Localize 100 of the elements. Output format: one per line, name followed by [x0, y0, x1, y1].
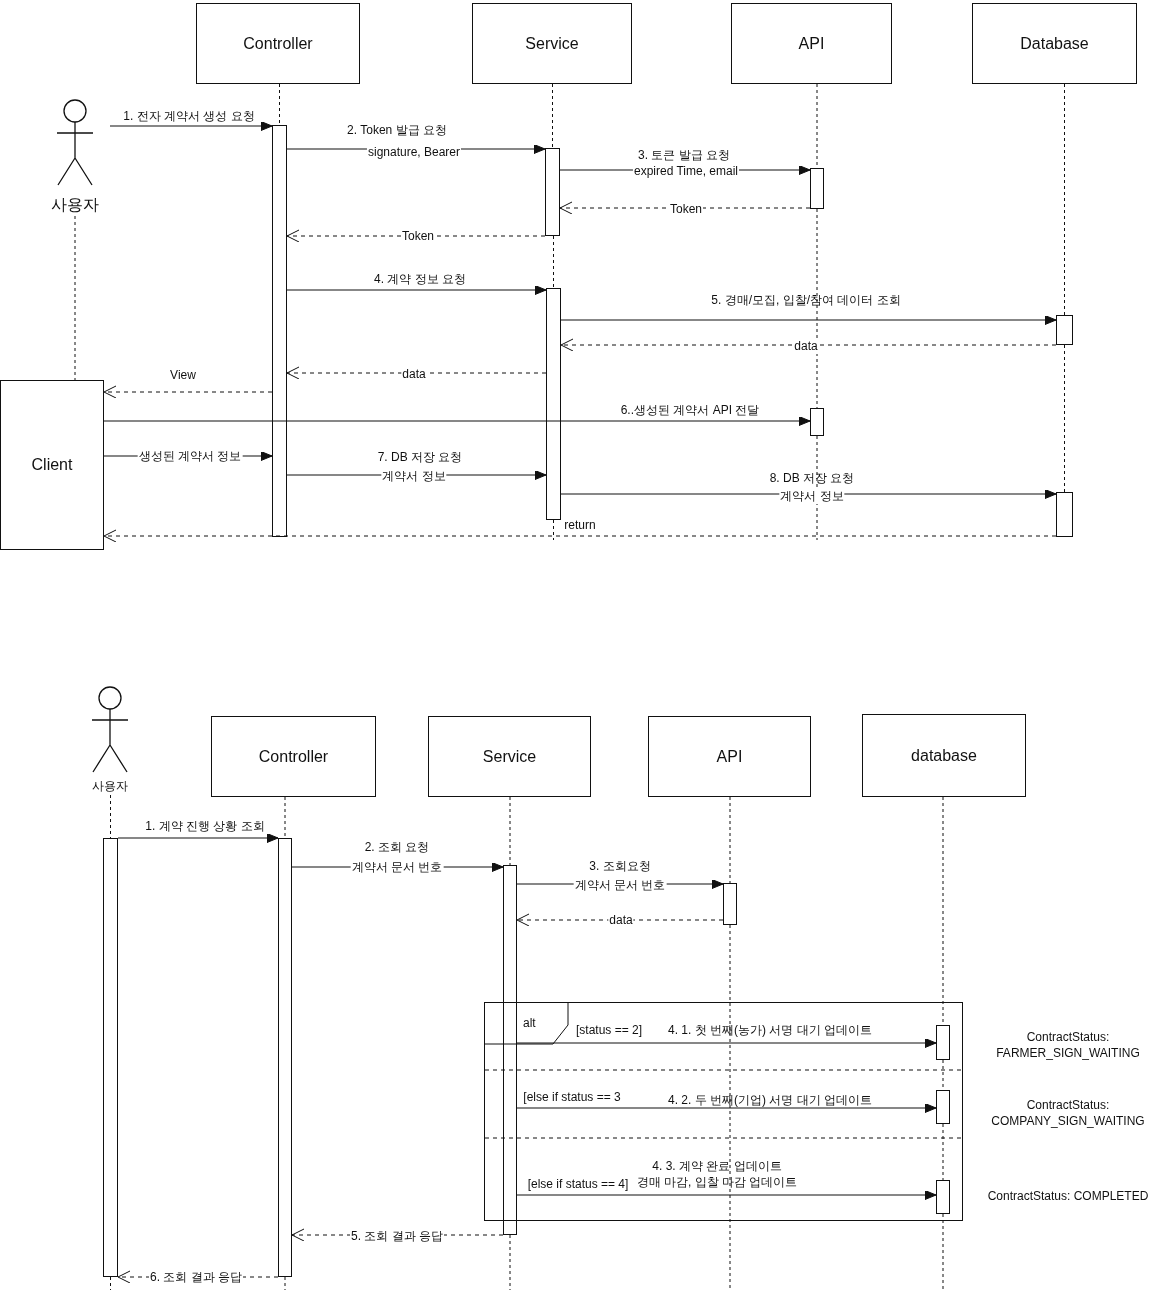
message-label: 4. 2. 두 번째(기업) 서명 대기 업데이트 [667, 1092, 873, 1108]
participant-name: API [715, 747, 744, 766]
lifeline [1064, 83, 1065, 316]
participant-box [472, 3, 632, 84]
message-label: 4. 1. 첫 번째(농가) 서명 대기 업데이트 [667, 1022, 873, 1038]
participant-name: Service [481, 747, 538, 766]
lifeline [816, 208, 818, 409]
message-label: 8. DB 저장 요청 [768, 470, 856, 486]
participant-name: Database [1019, 34, 1090, 53]
message-label: 2. Token 발급 요청 [346, 122, 448, 138]
return-arrow [516, 913, 724, 927]
lifeline [729, 924, 731, 1291]
message-label: 6. 조회 결과 응답 [149, 1269, 243, 1285]
participant-name: API [797, 34, 826, 53]
message-label: 2. 조회 요청 [363, 839, 431, 855]
message-arrow [516, 1103, 937, 1113]
message-parameter: 계약서 정보 [381, 468, 447, 484]
participant-name: database [910, 746, 978, 765]
lifeline [110, 1276, 111, 1291]
guard-condition: [else if status == 3 [522, 1089, 622, 1105]
lifeline [509, 1234, 511, 1291]
activation-bar [810, 168, 824, 209]
message-label: 3. 토큰 발급 요청 [637, 147, 731, 163]
lifeline [284, 796, 286, 839]
message-arrow [516, 1190, 937, 1200]
participant-box [862, 714, 1026, 797]
message-parameter: 계약서 정보 [779, 488, 845, 504]
message-parameter: 계약서 문서 번호 [573, 877, 667, 893]
operator-label: alt [523, 1016, 536, 1030]
message-label: 생성된 계약서 정보 [137, 448, 243, 464]
participant-name: Controller [242, 34, 314, 53]
return-arrow [286, 229, 546, 243]
participant-box [211, 716, 376, 797]
activation-bar [103, 838, 118, 1277]
participant-box [196, 3, 360, 84]
status-note: ContractStatus: COMPANY_SIGN_WAITING [990, 1097, 1146, 1129]
message-arrow [560, 315, 1057, 325]
return-arrow [103, 385, 273, 399]
return-arrow [103, 529, 1057, 543]
return-arrow [559, 201, 811, 215]
lifeline [816, 435, 818, 541]
message-label: 4. 3. 계약 완료 업데이트 경매 마감, 입찰 마감 업데이트 [635, 1158, 799, 1190]
message-label: 5. 조회 결과 응답 [350, 1228, 444, 1244]
participant-box [428, 716, 591, 797]
message-label: 4. 계약 정보 요청 [373, 271, 467, 287]
participant-name: Controller [257, 747, 330, 766]
lifeline [1064, 344, 1065, 493]
participant-box [731, 3, 892, 84]
activation-bar [1056, 315, 1073, 345]
message-label: data [793, 338, 819, 354]
status-note: ContractStatus: COMPLETED [986, 1188, 1150, 1204]
message-arrow [109, 121, 273, 131]
activation-bar [1056, 492, 1073, 537]
activation-bar [810, 408, 824, 436]
actor-label: 사용자 [91, 778, 129, 795]
message-label: 5. 경매/모집, 입찰/참여 데이터 조회 [710, 292, 902, 308]
activation-bar [546, 288, 561, 520]
lifeline [74, 215, 76, 381]
activation-bar [545, 148, 560, 236]
activation-bar [503, 865, 517, 1235]
return-arrow [560, 338, 1057, 352]
activation-bar [272, 125, 287, 537]
lifeline [729, 796, 731, 884]
participant-name: Client [30, 456, 74, 474]
message-label: 1. 계약 진행 상황 조회 [144, 818, 266, 834]
participant-box [972, 3, 1137, 84]
message-arrow [103, 416, 811, 426]
activation-bar [936, 1025, 950, 1060]
lifeline [942, 1213, 944, 1291]
message-parameter: 계약서 문서 번호 [350, 859, 444, 875]
guard-condition: [status == 2] [575, 1022, 643, 1038]
lifeline [509, 796, 511, 866]
lifeline [553, 235, 554, 289]
message-arrow [117, 833, 279, 843]
participant-name: Service [524, 34, 580, 53]
message-label: 7. DB 저장 요청 [376, 449, 464, 465]
client-box [0, 380, 104, 550]
lifeline [552, 83, 553, 149]
message-label: 3. 조회요청 [588, 858, 652, 874]
lifeline [279, 83, 280, 126]
alt-frame [484, 1002, 963, 1221]
lifeline [942, 1123, 944, 1181]
lifeline [110, 794, 111, 839]
message-label: View [169, 367, 197, 383]
activation-bar [936, 1090, 950, 1124]
activation-bar [936, 1180, 950, 1214]
lifeline [553, 519, 554, 541]
message-arrow [516, 1038, 937, 1048]
status-note: ContractStatus: FARMER_SIGN_WAITING [995, 1029, 1141, 1061]
return-arrow [286, 366, 547, 380]
activation-bar [278, 838, 292, 1277]
message-parameter: signature, Bearer [366, 144, 462, 160]
lifeline [284, 1276, 286, 1291]
message-arrow [286, 285, 547, 295]
actor-label: 사용자 [50, 195, 100, 215]
message-label: 6..생성된 계약서 API 전달 [619, 402, 761, 418]
activation-bar [723, 883, 737, 925]
message-label: 1. 전자 계약서 생성 요청 [122, 108, 256, 124]
guard-condition: [else if status == 4] [526, 1176, 630, 1192]
message-parameter: expired Time, email [633, 163, 739, 179]
